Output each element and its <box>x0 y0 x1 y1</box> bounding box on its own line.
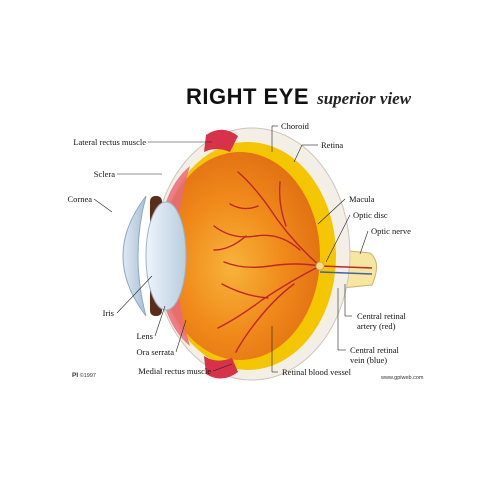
label-lens: Lens <box>136 331 153 341</box>
label-lateral-rectus: Lateral rectus muscle <box>73 137 146 147</box>
label-choroid: Choroid <box>281 121 309 131</box>
label-ora-serrata: Ora serrata <box>136 347 174 357</box>
title-main: RIGHT EYE <box>186 84 310 109</box>
medial-rectus-shape <box>204 356 238 379</box>
label-cornea: Cornea <box>67 194 92 204</box>
footer-brand-mark: PI <box>72 372 79 379</box>
cornea-shape <box>122 195 147 317</box>
footer-copyright: ©1997 <box>79 373 96 379</box>
title-subtitle: superior view <box>317 89 412 108</box>
retinal-vessels <box>213 171 321 353</box>
label-medial-rectus: Medial rectus muscle <box>138 366 211 376</box>
label-central-artery: Central retinal artery (red) <box>357 311 406 331</box>
optic-disc-shape <box>315 261 325 271</box>
leader-lines <box>93 125 369 373</box>
diagram-title: RIGHT EYE superior view <box>186 84 411 110</box>
footer-url: www.gpiweb.com <box>381 375 424 381</box>
label-iris: Iris <box>102 308 114 318</box>
label-sclera: Sclera <box>93 169 115 179</box>
central-vein-line <box>319 271 373 275</box>
lens-shape <box>145 201 187 311</box>
label-macula: Macula <box>349 194 375 204</box>
lateral-rectus-shape <box>204 129 238 152</box>
label-optic-nerve: Optic nerve <box>371 226 411 236</box>
label-retinal-vessel: Retinal blood vessel <box>282 367 351 377</box>
label-retina: Retina <box>321 140 344 150</box>
label-optic-disc: Optic disc <box>353 210 388 220</box>
label-central-vein: Central retinal vein (blue) <box>350 345 399 365</box>
central-artery-line <box>319 265 373 269</box>
footer-brand: PI ©1997 <box>72 372 96 379</box>
